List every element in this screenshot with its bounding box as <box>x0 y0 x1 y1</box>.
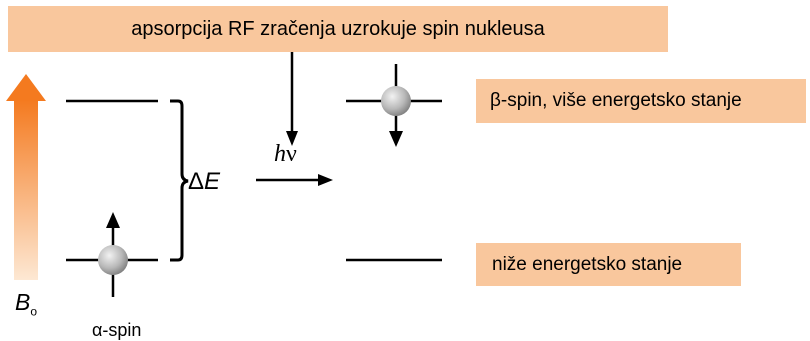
beta-nucleus-ball <box>381 86 411 116</box>
rf-down-arrowhead <box>286 131 298 146</box>
energy-variable: E <box>204 168 221 195</box>
energy-gap-label: ΔE <box>188 168 220 196</box>
beta-spin-down-arrowhead <box>389 131 403 147</box>
alpha-nucleus-ball <box>98 245 128 275</box>
delta-symbol: Δ <box>188 168 205 195</box>
absorption-arrowhead <box>318 174 333 186</box>
photon-energy-label: hν <box>274 141 297 168</box>
energy-gap-bracket <box>170 99 189 262</box>
beta-spin-caption: β-spin, više energetsko stanje <box>476 79 806 123</box>
field-subscript: o <box>30 304 38 319</box>
lower-state-caption: niže energetsko stanje <box>476 243 741 286</box>
planck-h: h <box>274 141 286 167</box>
field-b: B <box>15 289 31 315</box>
frequency-nu: ν <box>286 141 297 167</box>
rf-absorption-caption: apsorpcija RF zračenja uzrokuje spin nuk… <box>8 6 668 52</box>
magnetic-field-arrow <box>6 74 46 280</box>
field-label: Bo <box>15 289 37 319</box>
alpha-spin-caption: α-spin <box>92 320 142 340</box>
alpha-spin-up-arrowhead <box>106 212 120 228</box>
